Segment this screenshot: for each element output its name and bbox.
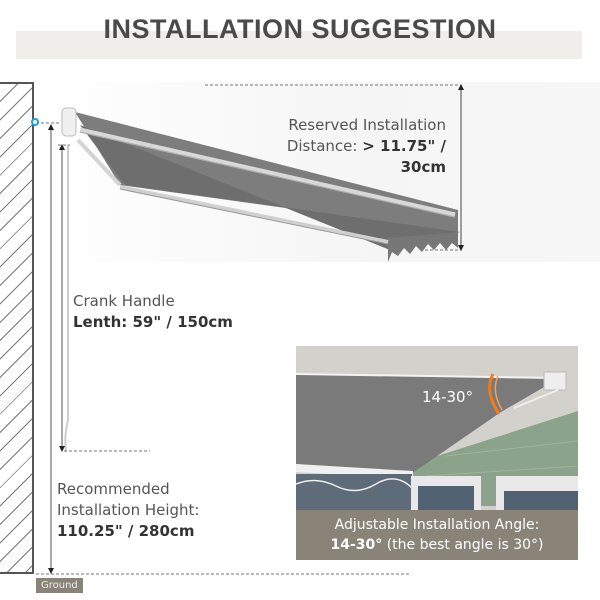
installation-height-line2: Installation Height: bbox=[57, 501, 200, 519]
ground-label: Ground bbox=[36, 578, 83, 593]
wall-hatch bbox=[0, 82, 34, 574]
title-band bbox=[16, 31, 582, 59]
reserved-distance-value: > 11.75" / 30cm bbox=[362, 137, 446, 176]
angle-caption: Adjustable Installation Angle: 14-30° (t… bbox=[296, 510, 578, 560]
page-title: INSTALLATION SUGGESTION bbox=[103, 14, 497, 44]
angle-caption-best: (the best angle is 30°) bbox=[382, 537, 544, 553]
crank-handle-label: Crank Handle Lenth: 59" / 150cm bbox=[73, 291, 233, 333]
angle-inset-photo: 14-30° Adjustable Installation Angle: 14… bbox=[296, 346, 578, 560]
installation-height-line1: Recommended bbox=[57, 480, 170, 498]
installation-height-value: 110.25" / 280cm bbox=[57, 522, 195, 540]
angle-label: 14-30° bbox=[422, 388, 474, 406]
reserved-distance-line1: Reserved Installation bbox=[288, 116, 446, 134]
reserved-distance-prefix: Distance: bbox=[286, 137, 363, 155]
angle-caption-range: 14-30° bbox=[330, 537, 383, 553]
crank-handle-line1: Crank Handle bbox=[73, 292, 175, 310]
installation-height-label: Recommended Installation Height: 110.25"… bbox=[57, 479, 200, 542]
crank-handle-length: Lenth: 59" / 150cm bbox=[73, 313, 233, 331]
angle-caption-line1: Adjustable Installation Angle: bbox=[334, 517, 540, 533]
angle-arc-icon bbox=[488, 373, 501, 415]
awning-valance bbox=[388, 232, 458, 262]
anchor-point-marker bbox=[31, 118, 39, 126]
reserved-distance-label: Reserved Installation Distance: > 11.75"… bbox=[240, 115, 446, 178]
